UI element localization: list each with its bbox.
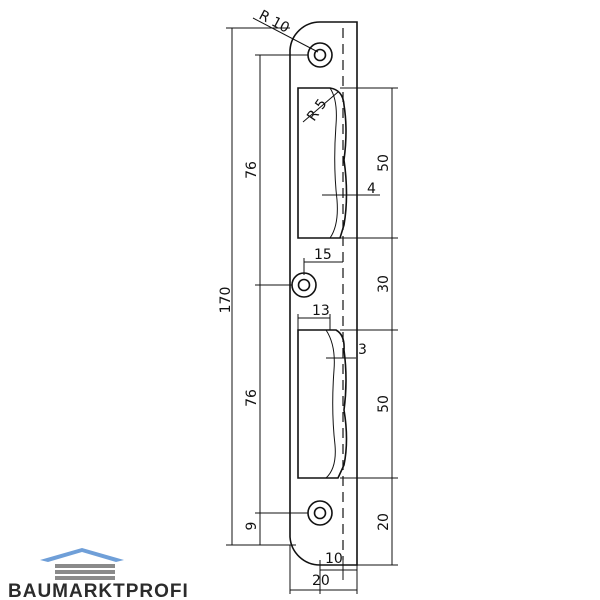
baumarktprofi-logo: BAUMARKTPROFI: [8, 548, 189, 600]
dim-upper-span: 76: [244, 161, 260, 179]
dim-bottom-margin: 20: [376, 513, 392, 531]
dim-slot-depth-upper: 4: [367, 181, 376, 197]
top-screw-hole-outer: [307, 42, 333, 68]
bottom-screw-hole-inner: [313, 506, 327, 520]
dim-slot-height-lower: 50: [376, 395, 392, 413]
dim-radius-slot: R 5: [304, 96, 330, 124]
upper-slot: [297, 87, 348, 239]
dim-plate-width: 20: [312, 573, 330, 589]
upper-slot-inner-edge: [329, 87, 338, 239]
top-screw-hole-inner: [313, 48, 327, 62]
bottom-screw-hole-outer: [307, 500, 333, 526]
dimension-lines: [226, 17, 398, 594]
logo-bar-icon: [55, 576, 115, 580]
logo-bar-icon: [55, 570, 115, 574]
dim-slot-depth-lower: 3: [358, 342, 367, 358]
dim-hole-offset: 15: [314, 247, 332, 263]
middle-screw-hole-inner: [297, 278, 311, 292]
logo-bar-icon: [55, 564, 115, 568]
middle-screw-hole-outer: [291, 272, 317, 298]
logo-roof-icon: [40, 548, 124, 562]
logo-text: BAUMARKTPROFI: [8, 581, 189, 600]
dim-slot-offset-lower: 13: [312, 303, 330, 319]
dim-lower-span: 76: [244, 389, 260, 407]
lower-slot: [297, 329, 348, 479]
dim-radius-top: R 10: [256, 7, 292, 36]
lower-slot-inner-edge: [325, 329, 336, 479]
dim-bottom-offset: 9: [244, 522, 260, 531]
dim-center-gap: 30: [376, 275, 392, 293]
dim-total-height: 170: [218, 287, 234, 314]
dim-slot-height-upper: 50: [376, 154, 392, 172]
dim-hole-to-edge: 10: [325, 551, 343, 567]
